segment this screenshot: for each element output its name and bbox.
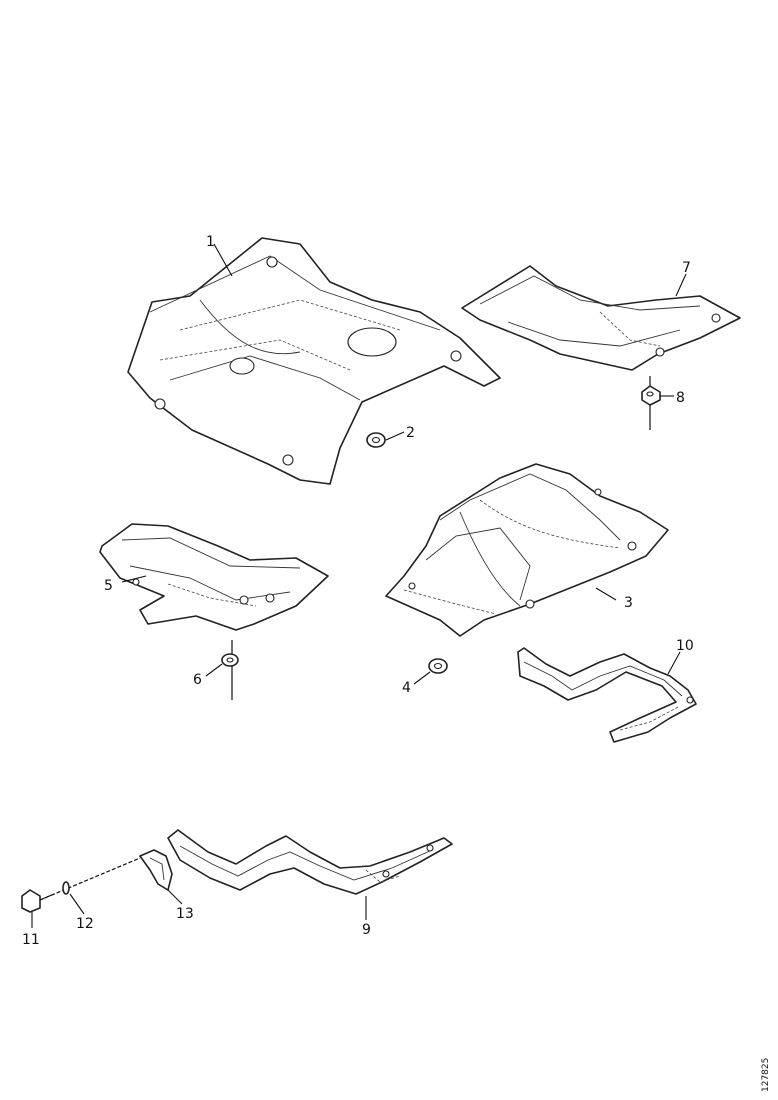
callout-8: 8 (676, 390, 685, 406)
callout-13: 13 (176, 906, 194, 922)
part-5-mid-shield (99, 523, 329, 631)
callout-7: 7 (682, 260, 691, 276)
part-4-nut (428, 658, 448, 674)
callout-1: 1 (206, 234, 215, 250)
callout-2: 2 (406, 425, 415, 441)
callout-3: 3 (624, 595, 633, 611)
callout-labels: 1 2 3 4 5 6 7 8 9 10 11 12 13 (22, 234, 694, 948)
part-7-rear-shield (461, 265, 741, 371)
callout-5: 5 (104, 578, 113, 594)
callout-12: 12 (76, 916, 94, 932)
part-13-clip (139, 849, 173, 891)
callout-6: 6 (193, 672, 202, 688)
callout-11: 11 (22, 932, 40, 948)
callout-10: 10 (676, 638, 694, 654)
part-1-front-underbody-shield (127, 237, 501, 485)
part-9-bracket (167, 829, 453, 895)
part-8-nut (641, 376, 661, 430)
part-12-washer (39, 857, 141, 901)
part-10-bracket (517, 647, 697, 743)
part-3-tunnel-heat-shield (385, 463, 669, 637)
leader-lines (31, 243, 687, 928)
part-11-bolt (21, 889, 55, 913)
reference-code: 127825 (761, 1058, 771, 1092)
part-6-nut (221, 640, 239, 700)
callout-9: 9 (362, 922, 371, 938)
callout-4: 4 (402, 680, 411, 696)
part-2-nut (366, 432, 386, 448)
